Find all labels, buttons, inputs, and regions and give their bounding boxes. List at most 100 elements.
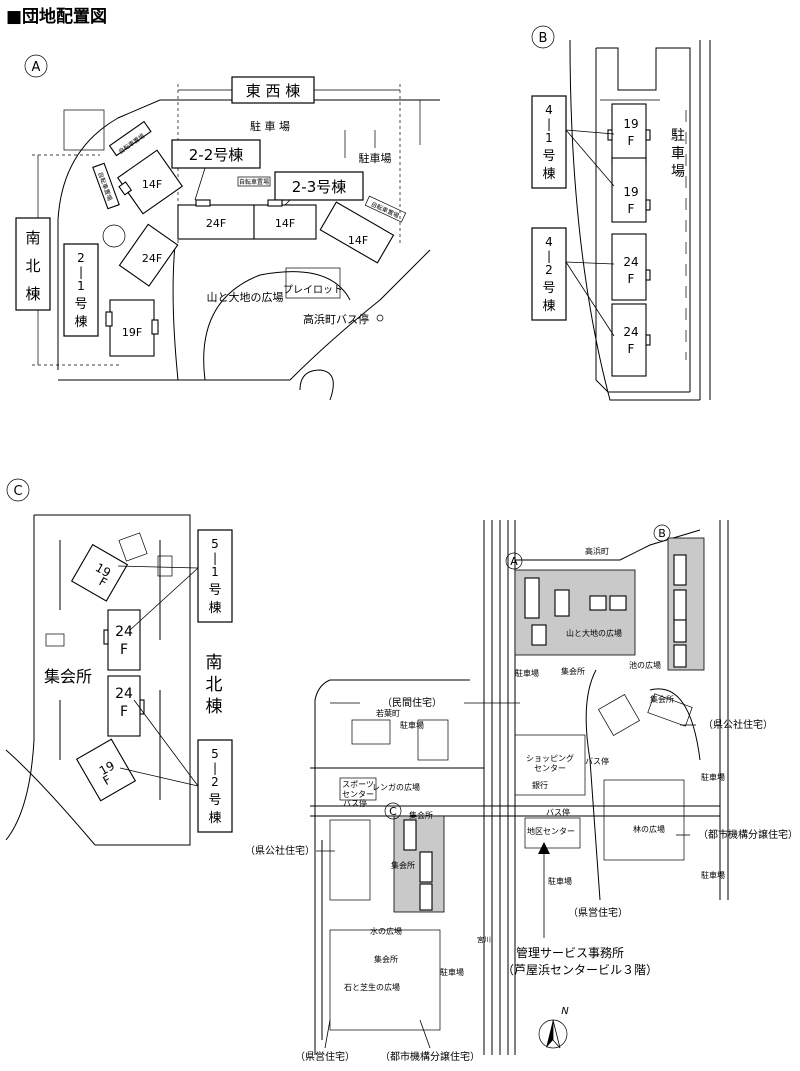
panel-c-road xyxy=(5,749,96,846)
building-outline xyxy=(107,675,141,737)
building-5-2-label: 2 xyxy=(211,775,219,789)
panel-a-road xyxy=(299,369,334,401)
floor-count: 19 xyxy=(93,560,113,580)
building-outline xyxy=(645,269,651,281)
building-outline xyxy=(673,619,687,643)
panel-a-marker: A xyxy=(32,60,41,75)
parking-label: 駐車場 xyxy=(701,870,725,880)
building-2-1-label: 号 xyxy=(74,297,87,312)
building-outline xyxy=(319,201,395,264)
panel-b: B 19 F 19 F 24 F 24 F 4 | 1 号 棟 4 | 2 xyxy=(531,25,711,401)
overview-marker-b-circle xyxy=(653,524,671,542)
building-outline xyxy=(645,129,651,141)
building-outline xyxy=(607,129,613,141)
north-arrow-icon xyxy=(546,1020,553,1048)
floor-count: F xyxy=(120,704,128,720)
building-outline xyxy=(177,204,255,240)
overview-marker-c-circle xyxy=(384,802,402,820)
floor-count: 19F xyxy=(122,326,142,339)
plaza-label: 池の広場 xyxy=(629,660,661,670)
parking-label: 駐車場 xyxy=(701,772,725,782)
block-outline xyxy=(417,719,449,761)
floor-count: 24 xyxy=(623,325,638,339)
parking-label: 駐 xyxy=(671,128,685,144)
facility-label: ショッピング xyxy=(526,753,574,763)
building-outline xyxy=(107,609,141,671)
floor-count: 14F xyxy=(348,234,368,247)
housing-label: （都市機構分譲住宅） xyxy=(698,828,798,841)
building-5-2-label: 号 xyxy=(208,793,221,808)
building-outline xyxy=(524,577,540,619)
floor-count: 24 xyxy=(115,686,133,702)
building-outline xyxy=(645,199,651,211)
overview-road xyxy=(585,669,601,901)
floor-count: F xyxy=(628,202,635,216)
meeting-hall-label: 集会所 xyxy=(44,667,92,686)
floor-count: 19 xyxy=(623,185,638,199)
district-center-outline xyxy=(524,817,581,849)
north-south-label: 棟 xyxy=(206,697,223,717)
building-outline xyxy=(673,554,687,586)
building-outline xyxy=(118,181,133,196)
building-4-2-label: | xyxy=(547,249,551,263)
building-outline xyxy=(267,199,283,207)
building-2-1-label-box xyxy=(63,243,99,337)
panel-a-road xyxy=(57,99,440,370)
north-south-label: 北 xyxy=(25,257,40,275)
plaza-label: レンガの広場 xyxy=(372,782,420,792)
building-5-2-label: | xyxy=(213,761,217,775)
leader-line xyxy=(129,567,199,631)
overview-marker-c: C xyxy=(389,805,397,818)
floor-count: 24 xyxy=(623,255,638,269)
block-outline xyxy=(647,693,693,727)
bus-stop-label: バス停 xyxy=(343,798,367,808)
block-outline xyxy=(598,694,640,736)
panel-b-marker: B xyxy=(539,31,548,46)
bike-park-label: 自転車置場 xyxy=(239,178,269,186)
panel-a-road xyxy=(203,271,351,381)
overview-road xyxy=(314,679,470,1055)
leader-line xyxy=(194,167,206,201)
east-west-label-box xyxy=(231,76,315,104)
area-c-highlight xyxy=(393,815,445,913)
floor-count: 24F xyxy=(142,252,162,265)
panel-a: A 東 西 棟 南 北 棟 駐 車 場 駐車場 2-2号棟 2-3号棟 xyxy=(15,54,440,401)
lot-outline xyxy=(63,109,105,151)
building-2-1-label: 2 xyxy=(77,251,85,265)
building-2-1-label: | xyxy=(79,265,83,279)
parking-label: 駐車場 xyxy=(548,876,572,886)
parking-label: 駐車場 xyxy=(400,720,424,730)
building-4-1-label: 1 xyxy=(545,131,553,145)
bus-stop-label: バス停 xyxy=(585,756,609,766)
panel-b-road xyxy=(595,48,690,393)
floor-count: 14F xyxy=(275,217,295,230)
building-5-1-label: | xyxy=(213,551,217,565)
east-west-label: 東 西 棟 xyxy=(246,82,301,100)
bus-stop-label: 高浜町バス停 xyxy=(303,312,369,326)
leader-line xyxy=(133,699,199,787)
leader-line xyxy=(117,565,199,569)
building-outline xyxy=(151,319,159,335)
building-4-1-label: 号 xyxy=(542,149,555,164)
building-5-2-label: 5 xyxy=(211,747,219,761)
river-label: 宮川 xyxy=(477,935,491,944)
overview-marker-b: B xyxy=(658,527,666,540)
building-outline xyxy=(118,223,179,287)
building-4-1-label-box xyxy=(531,95,567,189)
overview-marker-a-circle xyxy=(505,552,523,570)
block-outline xyxy=(603,779,685,861)
meeting-hall-outline xyxy=(45,633,65,647)
leader-line xyxy=(565,261,615,337)
page-title: ■団地配置図 xyxy=(6,6,107,27)
floor-count: 19 xyxy=(623,117,638,131)
building-outline xyxy=(403,819,417,851)
north-south-label: 南 xyxy=(206,653,223,673)
block-outline xyxy=(329,929,441,1031)
building-outline xyxy=(139,699,145,715)
floor-count: F xyxy=(628,272,635,286)
plaza-label: 水の広場 xyxy=(370,926,402,936)
leader-line xyxy=(565,129,615,135)
leader-line xyxy=(565,129,615,187)
